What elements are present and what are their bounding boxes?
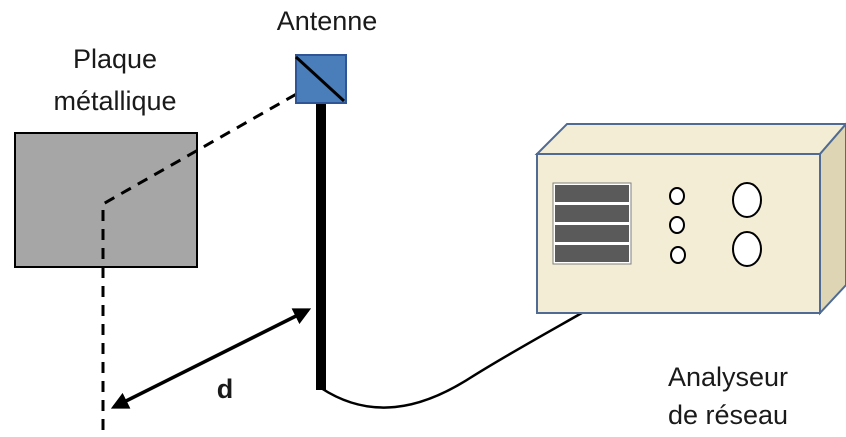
distance-label: d xyxy=(216,374,234,404)
small-knob xyxy=(669,187,685,205)
large-knob xyxy=(732,231,762,267)
distance-arrow xyxy=(110,308,312,409)
screen-bar xyxy=(555,185,629,202)
screen-bar xyxy=(555,205,629,222)
antenna-label: Antenne xyxy=(276,6,378,36)
screen-bar xyxy=(555,225,629,242)
analyzer-side xyxy=(819,122,846,316)
analyzer-top xyxy=(534,123,846,155)
antenna-element xyxy=(294,55,346,103)
plate-label-line2: métallique xyxy=(53,86,177,116)
input-port xyxy=(670,246,686,264)
analyzer-label-line2: de réseau xyxy=(667,400,789,430)
analyzer-label-line1: Analyseur xyxy=(667,362,789,392)
plate-label-line1: Plaque xyxy=(72,44,158,74)
screen-bar xyxy=(555,245,629,262)
small-knob xyxy=(669,216,685,234)
large-knob xyxy=(732,182,762,218)
metal-plate xyxy=(14,132,198,268)
antenna-mast xyxy=(316,100,326,390)
